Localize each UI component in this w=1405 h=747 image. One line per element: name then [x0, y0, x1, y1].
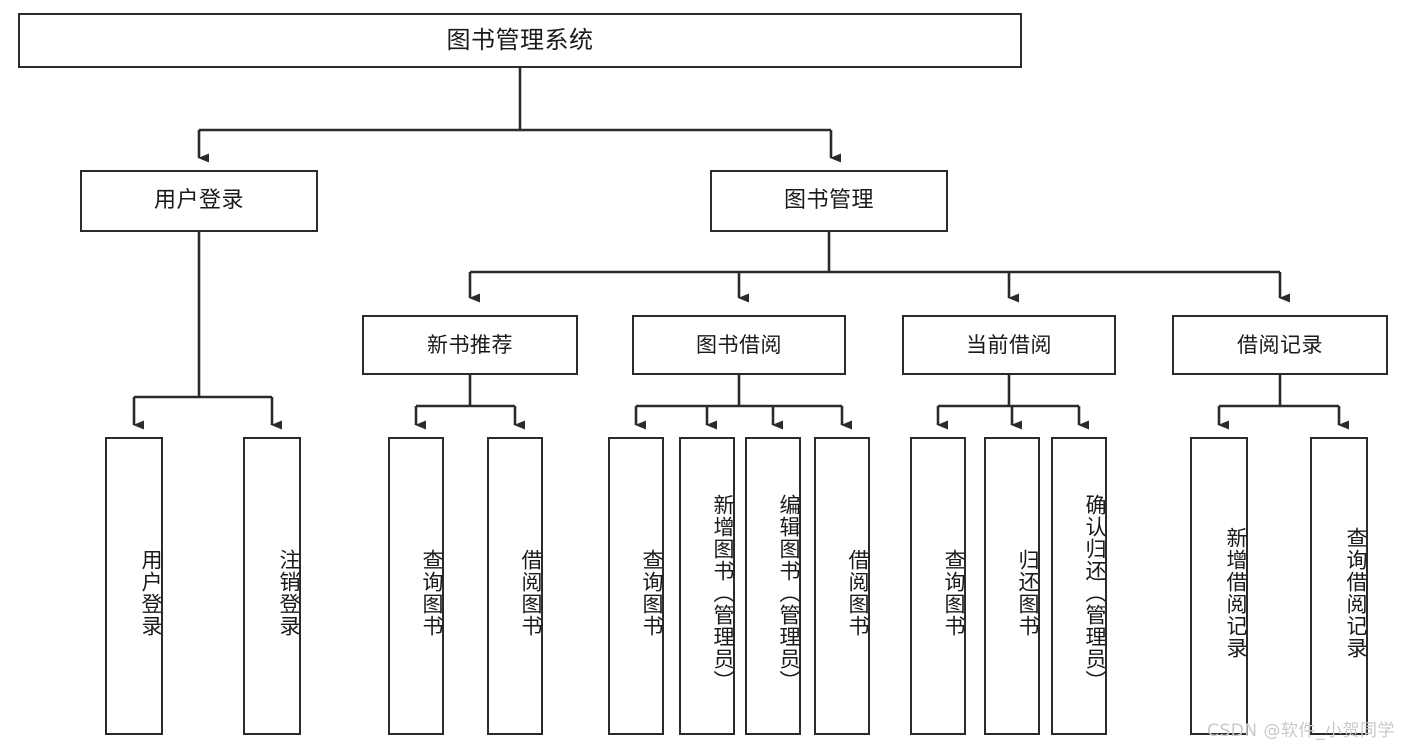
leaf-current-query-book[interactable]: 查询图书	[910, 437, 966, 735]
node-new-book-recommend[interactable]: 新书推荐	[362, 315, 578, 375]
leaf-borrow-borrow-book-label: 借阅图书	[846, 549, 870, 637]
node-book-management[interactable]: 图书管理	[710, 170, 948, 232]
leaf-newbook-query-book-label: 查询图书	[420, 549, 444, 637]
leaf-current-return-book-label: 归还图书	[1016, 549, 1040, 637]
leaf-borrow-edit-book[interactable]: 编辑图书（管理员）	[745, 437, 801, 735]
leaf-newbook-borrow-book[interactable]: 借阅图书	[487, 437, 543, 735]
leaf-user-login-label: 用户登录	[139, 549, 163, 637]
leaf-borrow-add-book-label: 新增图书（管理员）	[711, 494, 735, 692]
leaf-records-query-record[interactable]: 查询借阅记录	[1310, 437, 1368, 735]
node-root[interactable]: 图书管理系统	[18, 13, 1022, 68]
leaf-user-logout-label: 注销登录	[277, 549, 301, 637]
leaf-current-query-book-label: 查询图书	[942, 549, 966, 637]
node-user-login-label: 用户登录	[153, 188, 244, 214]
leaf-borrow-borrow-book[interactable]: 借阅图书	[814, 437, 870, 735]
node-current-borrow[interactable]: 当前借阅	[902, 315, 1116, 375]
node-book-management-label: 图书管理	[783, 188, 874, 214]
node-borrow-records-label: 借阅记录	[1237, 332, 1323, 357]
node-book-borrow[interactable]: 图书借阅	[632, 315, 846, 375]
leaf-user-login[interactable]: 用户登录	[105, 437, 163, 735]
leaf-newbook-borrow-book-label: 借阅图书	[519, 549, 543, 637]
leaf-borrow-add-book[interactable]: 新增图书（管理员）	[679, 437, 735, 735]
node-root-label: 图书管理系统	[446, 25, 594, 54]
leaf-newbook-query-book[interactable]: 查询图书	[388, 437, 444, 735]
leaf-borrow-edit-book-label: 编辑图书（管理员）	[777, 494, 801, 692]
leaf-records-add-record-label: 新增借阅记录	[1224, 527, 1248, 659]
leaf-borrow-query-book-label: 查询图书	[640, 549, 664, 637]
node-borrow-records[interactable]: 借阅记录	[1172, 315, 1388, 375]
node-user-login[interactable]: 用户登录	[80, 170, 318, 232]
node-book-borrow-label: 图书借阅	[696, 332, 782, 357]
node-current-borrow-label: 当前借阅	[966, 332, 1052, 357]
leaf-current-confirm-return[interactable]: 确认归还（管理员）	[1051, 437, 1107, 735]
leaf-current-confirm-return-label: 确认归还（管理员）	[1083, 494, 1107, 692]
leaf-records-query-record-label: 查询借阅记录	[1344, 527, 1368, 659]
leaf-user-logout[interactable]: 注销登录	[243, 437, 301, 735]
leaf-borrow-query-book[interactable]: 查询图书	[608, 437, 664, 735]
leaf-records-add-record[interactable]: 新增借阅记录	[1190, 437, 1248, 735]
node-new-book-recommend-label: 新书推荐	[427, 332, 513, 357]
leaf-current-return-book[interactable]: 归还图书	[984, 437, 1040, 735]
